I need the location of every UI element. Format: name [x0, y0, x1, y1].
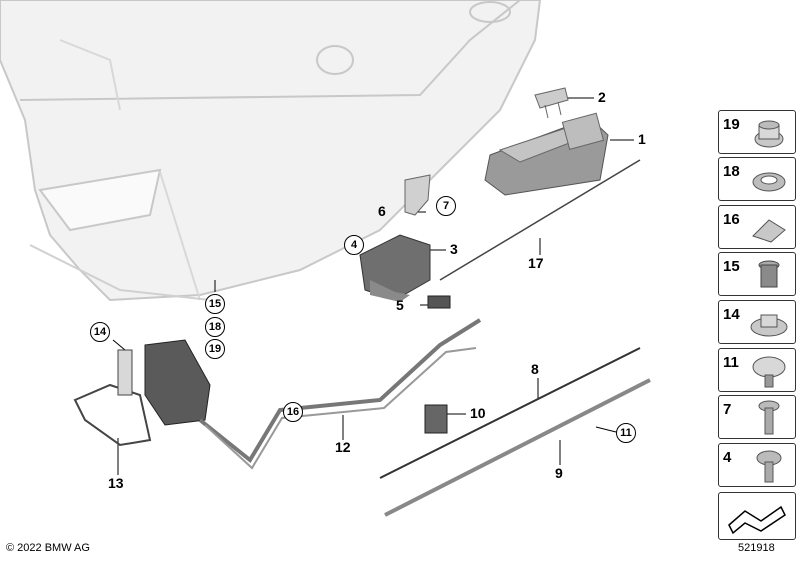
legend-number: 19 — [723, 116, 740, 133]
cable-12 — [198, 318, 482, 470]
legend-number: 4 — [723, 449, 732, 466]
diagram-number: 521918 — [738, 542, 775, 554]
handle-assembly — [484, 112, 609, 196]
callout-3: 3 — [450, 241, 458, 257]
legend-arrow-panel — [718, 492, 796, 540]
legend-item-18: 18 — [718, 157, 796, 201]
callout-17: 17 — [528, 255, 544, 271]
legend-number: 15 — [723, 258, 740, 275]
hex-screw-icon — [756, 450, 782, 483]
legend-item-14: 14 — [718, 300, 796, 344]
connector-part — [427, 295, 451, 309]
spring-clip-icon — [752, 219, 786, 243]
collar-nut-icon — [750, 314, 788, 337]
legend-item-7: 7 — [718, 395, 796, 439]
hex-nut-icon — [752, 172, 786, 192]
legend-item-16: 16 — [718, 205, 796, 249]
callout-15: 15 — [205, 294, 225, 314]
cable-9 — [384, 378, 651, 517]
legend-number: 11 — [723, 354, 739, 371]
switch-part — [424, 404, 448, 434]
rod-17 — [439, 159, 641, 281]
clip-part — [534, 87, 569, 119]
legend-number: 7 — [723, 401, 732, 418]
callout-4: 4 — [344, 235, 364, 255]
lock-unit — [144, 339, 211, 426]
copyright-text: © 2022 BMW AG — [6, 542, 90, 554]
callout-18: 18 — [205, 317, 225, 337]
callout-1: 1 — [638, 131, 646, 147]
arrow-icon — [728, 505, 786, 535]
grommet-icon — [758, 260, 780, 288]
legend-item-4: 4 — [718, 443, 796, 487]
callout-10: 10 — [470, 405, 486, 421]
legend-number: 14 — [723, 306, 740, 323]
cable-8 — [379, 347, 641, 479]
legend-number: 16 — [723, 211, 740, 228]
screw-icon — [758, 400, 780, 435]
callout-9: 9 — [555, 465, 563, 481]
push-rivet-icon — [752, 356, 786, 388]
callout-6: 6 — [378, 203, 386, 219]
tailgate-illustration — [0, 0, 542, 302]
callout-12: 12 — [335, 439, 351, 455]
callout-2: 2 — [598, 89, 606, 105]
actuator-part — [359, 234, 431, 302]
callout-7: 7 — [436, 196, 456, 216]
callout-11: 11 — [616, 423, 636, 443]
mount-bracket — [73, 349, 152, 447]
legend-number: 18 — [723, 163, 740, 180]
clip-nut-icon — [754, 120, 784, 148]
callout-19: 19 — [205, 339, 225, 359]
legend-item-15: 15 — [718, 252, 796, 296]
callout-14: 14 — [90, 322, 110, 342]
callout-13: 13 — [108, 475, 124, 491]
bracket-part — [404, 174, 431, 216]
callout-16: 16 — [283, 402, 303, 422]
callout-5: 5 — [396, 297, 404, 313]
callout-8: 8 — [531, 361, 539, 377]
legend-item-19: 19 — [718, 110, 796, 154]
legend-item-11: 11 — [718, 348, 796, 392]
